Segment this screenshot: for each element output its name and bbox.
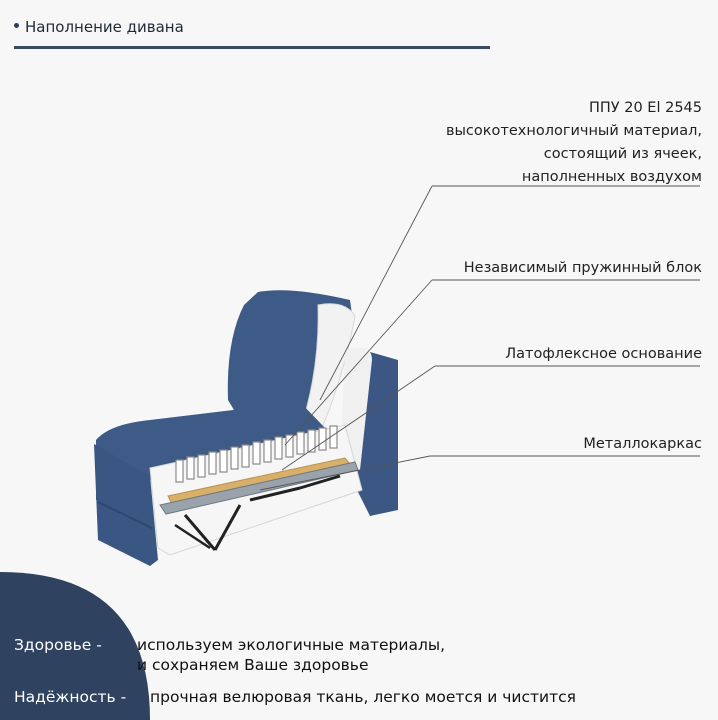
label-ppu: ППУ 20 El 2545 высокотехнологичный матер…: [446, 97, 702, 189]
label-latoflex: Латофлексное основание: [505, 346, 702, 362]
feature-health-desc: используем экологичные материалы,: [137, 636, 446, 654]
feature-health-line2: и сохраняем Ваше здоровье: [137, 656, 369, 674]
corner-quarter-circle: [0, 572, 150, 720]
feature-reliability: Надёжность - прочная велюровая ткань, ле…: [14, 688, 576, 706]
back-foam-section: [299, 303, 356, 431]
label-metal-frame: Металлокаркас: [583, 436, 702, 452]
leader-lines: [259, 185, 700, 491]
label-spring-block: Независимый пружинный блок: [463, 260, 702, 276]
page-title: Наполнение дивана: [14, 18, 184, 36]
label-ppu-line2: высокотехнологичный материал,: [445, 123, 702, 139]
feature-health: Здоровье - используем экологичные матери…: [14, 636, 445, 654]
page-title-text: Наполнение дивана: [25, 18, 184, 36]
label-ppu-line3: состоящий из ячеек,: [543, 146, 702, 162]
feature-health-term: Здоровье -: [14, 636, 102, 654]
label-ppu-line4: наполненных воздухом: [521, 169, 702, 185]
dot-bullet-icon: [14, 23, 19, 28]
feature-reliability-term: Надёжность -: [14, 688, 127, 706]
sofa-cross-section-illustration: [94, 185, 700, 566]
sofa-seat-front: [94, 444, 158, 566]
header-divider: [14, 46, 490, 49]
feature-reliability-desc: прочная велюровая ткань, легко моется и …: [150, 688, 576, 706]
label-ppu-title: ППУ 20 El 2545: [588, 100, 702, 116]
